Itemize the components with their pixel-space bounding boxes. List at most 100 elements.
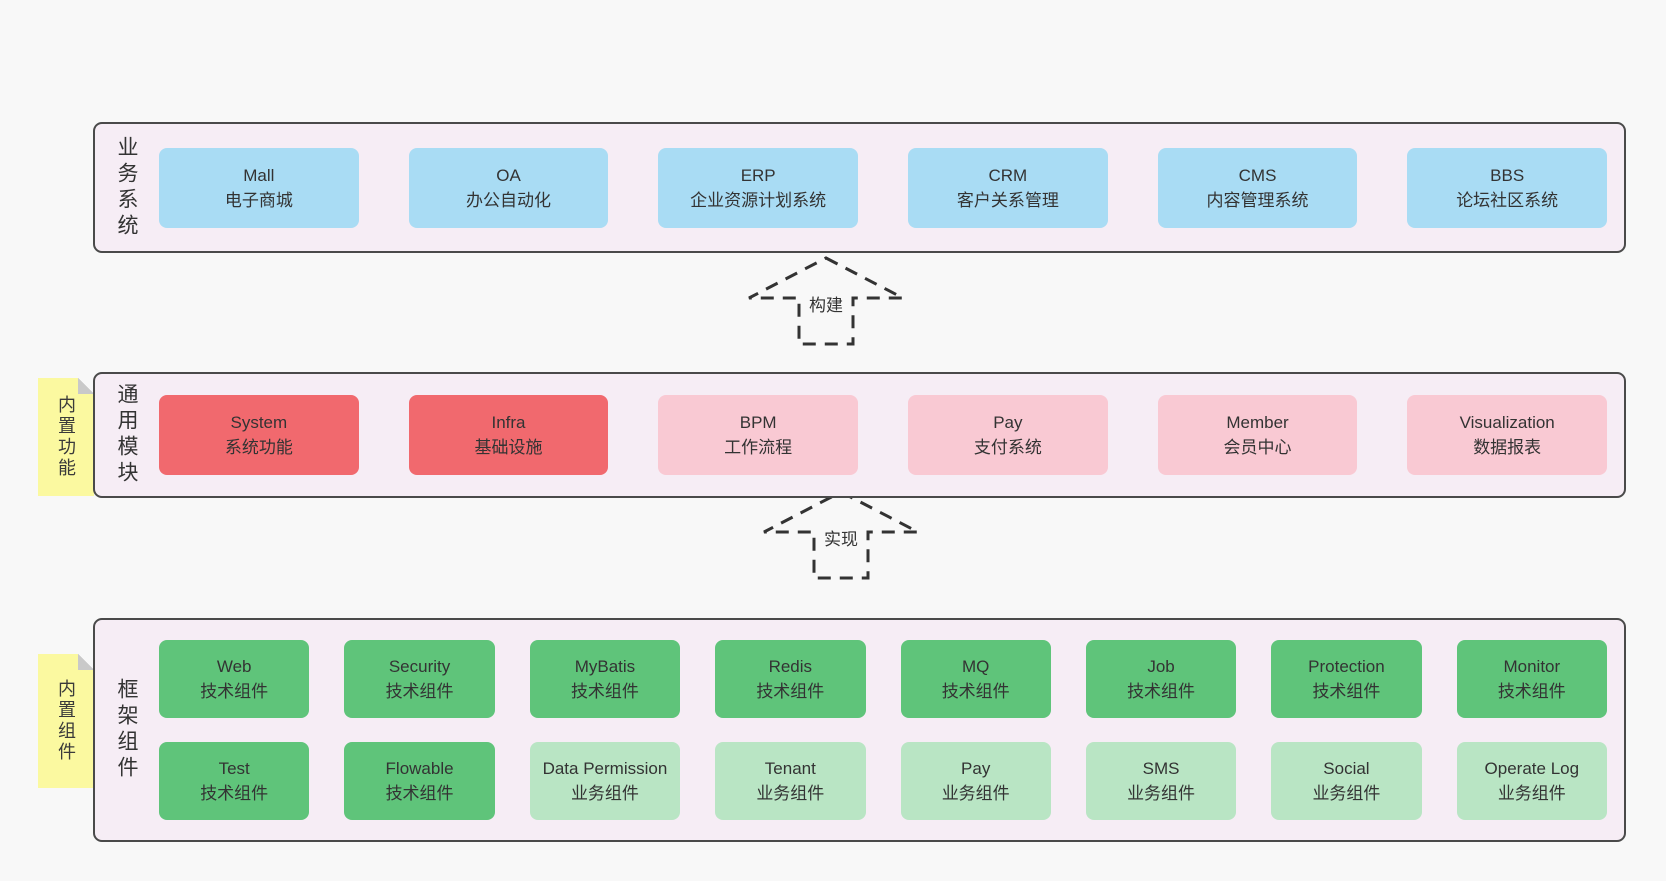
box-subtitle: 技术组件 — [1127, 682, 1196, 701]
box-subtitle: 技术组件 — [385, 682, 454, 701]
common-modules-layer-label: 通用模块 — [115, 383, 138, 487]
box-subtitle: 业务组件 — [756, 784, 825, 803]
box-subtitle: 工作流程 — [724, 438, 793, 457]
box-title: Job — [1147, 657, 1175, 676]
box-subtitle: 技术组件 — [200, 784, 269, 803]
sticky-note-built-in-features: 内置功能 — [38, 378, 94, 496]
box-security: Security 技术组件 — [344, 640, 495, 718]
box-web: Web 技术组件 — [159, 640, 310, 718]
box-mybatis: MyBatis 技术组件 — [529, 640, 681, 718]
box-subtitle: 技术组件 — [1312, 682, 1381, 701]
box-title: BBS — [1490, 165, 1525, 185]
box-bpm: BPM 工作流程 — [658, 395, 859, 475]
box-social: Social 业务组件 — [1271, 742, 1422, 820]
box-subtitle: 技术组件 — [1497, 682, 1566, 701]
box-title: Social — [1323, 759, 1370, 778]
framework-components-rows: Web 技术组件 Security 技术组件 MyBatis 技术组件 Redi… — [149, 620, 1624, 840]
box-title: Tenant — [764, 759, 816, 778]
box-title: Monitor — [1503, 657, 1561, 676]
box-system: System 系统功能 — [159, 395, 359, 475]
box-protection: Protection 技术组件 — [1271, 640, 1422, 718]
box-title: SMS — [1142, 759, 1180, 778]
box-subtitle: 电子商城 — [224, 190, 293, 210]
sticky-note-built-in-components: 内置组件 — [38, 654, 94, 788]
box-title: OA — [496, 165, 521, 185]
business-systems-boxes: Mall 电子商城 OA 办公自动化 ERP 企业资源计划系统 CRM 客户关系… — [149, 124, 1624, 251]
box-title: Data Permission — [542, 759, 668, 778]
box-erp: ERP 企业资源计划系统 — [658, 147, 859, 228]
box-subtitle: 支付系统 — [973, 438, 1042, 457]
box-title: Test — [218, 759, 250, 778]
business-systems-layer: 业务系统 Mall 电子商城 OA 办公自动化 ERP 企业资源计划系统 CRM… — [93, 122, 1626, 253]
box-subtitle: 会员中心 — [1223, 438, 1292, 457]
box-subtitle: 论坛社区系统 — [1456, 190, 1559, 210]
box-subtitle: 系统功能 — [224, 438, 293, 457]
box-oa: OA 办公自动化 — [408, 147, 609, 228]
box-data-permission: Data Permission 业务组件 — [529, 742, 681, 820]
box-infra: Infra 基础设施 — [408, 395, 609, 475]
framework-components-layer-label: 框架组件 — [115, 678, 138, 782]
box-flowable: Flowable 技术组件 — [344, 742, 495, 820]
box-title: Member — [1226, 413, 1289, 432]
build-arrow-icon: 构建 — [746, 255, 906, 347]
box-job: Job 技术组件 — [1085, 640, 1237, 718]
box-pay-module: Pay 支付系统 — [908, 395, 1108, 475]
box-crm: CRM 客户关系管理 — [908, 147, 1108, 228]
box-title: Mall — [243, 165, 275, 185]
sticky-fold-corner — [78, 654, 94, 670]
box-subtitle: 业务组件 — [1127, 784, 1196, 803]
box-title: Visualization — [1459, 413, 1555, 432]
box-operate-log: Operate Log 业务组件 — [1456, 742, 1607, 820]
box-subtitle: 基础设施 — [474, 438, 543, 457]
box-monitor: Monitor 技术组件 — [1456, 640, 1607, 718]
sticky-fold-corner — [78, 378, 94, 394]
box-subtitle: 技术组件 — [385, 784, 454, 803]
box-pay-component: Pay 业务组件 — [900, 742, 1051, 820]
box-title: MQ — [961, 657, 990, 676]
build-arrow-label: 构建 — [805, 291, 847, 316]
box-subtitle: 客户关系管理 — [956, 190, 1059, 210]
box-title: CRM — [988, 165, 1028, 185]
box-visualization: Visualization 数据报表 — [1407, 395, 1608, 475]
box-subtitle: 技术组件 — [756, 682, 825, 701]
box-title: Infra — [491, 413, 526, 432]
box-member: Member 会员中心 — [1157, 395, 1358, 475]
box-title: Protection — [1308, 657, 1385, 676]
box-subtitle: 业务组件 — [1312, 784, 1381, 803]
box-title: ERP — [740, 165, 776, 185]
box-sms: SMS 业务组件 — [1085, 742, 1237, 820]
box-title: Pay — [993, 413, 1023, 432]
box-title: System — [230, 413, 288, 432]
box-subtitle: 技术组件 — [941, 682, 1010, 701]
box-title: Security — [388, 657, 451, 676]
box-subtitle: 业务组件 — [941, 784, 1010, 803]
box-subtitle: 业务组件 — [1497, 784, 1566, 803]
biz-components-row: Test 技术组件 Flowable 技术组件 Data Permission … — [159, 742, 1607, 820]
box-title: Pay — [961, 759, 991, 778]
box-bbs: BBS 论坛社区系统 — [1407, 147, 1608, 228]
box-subtitle: 技术组件 — [570, 682, 639, 701]
box-title: Flowable — [385, 759, 454, 778]
box-subtitle: 业务组件 — [570, 784, 639, 803]
box-cms: CMS 内容管理系统 — [1157, 147, 1358, 228]
box-mq: MQ 技术组件 — [900, 640, 1051, 718]
box-subtitle: 企业资源计划系统 — [690, 190, 827, 210]
common-modules-layer: 通用模块 System 系统功能 Infra 基础设施 BPM 工作流程 Pay… — [93, 372, 1626, 498]
box-subtitle: 内容管理系统 — [1206, 190, 1309, 210]
common-modules-boxes: System 系统功能 Infra 基础设施 BPM 工作流程 Pay 支付系统… — [149, 374, 1624, 496]
box-subtitle: 数据报表 — [1473, 438, 1542, 457]
box-subtitle: 技术组件 — [200, 682, 269, 701]
box-title: Operate Log — [1484, 759, 1580, 778]
tech-components-row: Web 技术组件 Security 技术组件 MyBatis 技术组件 Redi… — [159, 640, 1607, 718]
box-title: Redis — [768, 657, 813, 676]
box-redis: Redis 技术组件 — [715, 640, 866, 718]
box-subtitle: 办公自动化 — [466, 190, 551, 210]
box-title: Web — [216, 657, 252, 676]
box-mall: Mall 电子商城 — [159, 147, 359, 228]
implement-arrow-label: 实现 — [820, 525, 862, 550]
box-tenant: Tenant 业务组件 — [715, 742, 866, 820]
framework-components-layer: 框架组件 Web 技术组件 Security 技术组件 MyBatis 技术组件… — [93, 618, 1626, 842]
box-test: Test 技术组件 — [159, 742, 310, 820]
box-title: BPM — [739, 413, 777, 432]
